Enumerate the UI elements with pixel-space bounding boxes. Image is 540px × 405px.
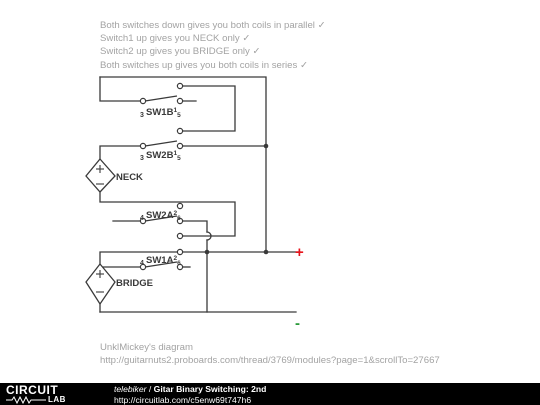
circuitlab-logo[interactable]: CIRCUIT LAB <box>6 384 88 404</box>
wire-sw2b-left <box>99 145 142 160</box>
sw1b-label: SW1B15 <box>146 107 181 119</box>
wire-sw1a-left <box>99 251 181 268</box>
switch-contact <box>176 248 184 256</box>
wire-top-left <box>99 76 142 102</box>
sw2b-pin: 3 <box>140 155 144 162</box>
note-line-3: Switch2 up gives you BRIDGE only ✓ <box>100 46 261 58</box>
neck-coil-label: NECK <box>116 172 143 183</box>
logo-wave-icon <box>6 396 46 404</box>
wires <box>99 76 301 313</box>
junction-dot <box>204 249 210 255</box>
credit-author: UnklMickey's diagram <box>100 342 193 353</box>
switch-blades <box>144 95 178 268</box>
switch-contact <box>176 97 184 105</box>
credit-link[interactable]: http://guitarnuts2.proboards.com/thread/… <box>100 354 440 366</box>
circuit-meta: telebiker / Gitar Binary Switching: 2nd … <box>114 384 266 405</box>
note-line-4: Both switches up gives you both coils in… <box>100 59 309 71</box>
description-notes: Both switches down gives you both coils … <box>100 19 326 72</box>
sw1b-pin: 3 <box>140 112 144 119</box>
sw2a-blade <box>144 215 178 222</box>
circuit-url[interactable]: http://circuitlab.com/c5enw69t747h6 <box>114 394 252 405</box>
sw2a-label: SW2A26 <box>146 210 181 222</box>
wire-neck-bottom <box>99 191 236 237</box>
neck-coil-symbol[interactable] <box>85 157 116 193</box>
switch-contact <box>176 202 184 210</box>
switch-contact <box>176 232 184 240</box>
sw2b-label: SW2B15 <box>146 150 181 162</box>
switch-contact <box>176 142 184 150</box>
wire-top-right <box>179 85 236 132</box>
author-link[interactable]: telebiker <box>114 384 147 394</box>
circuit-schematic[interactable]: 3 SW1B15 3 SW2B15 4 SW2A26 4 SW1A26 NECK… <box>0 0 540 345</box>
circuit-title: Gitar Binary Switching: 2nd <box>153 384 267 394</box>
sw1a-label: SW1A26 <box>146 255 181 267</box>
bridge-coil-label: BRIDGE <box>116 278 153 289</box>
sw1a-blade <box>144 261 178 268</box>
sw1b-blade <box>144 95 178 102</box>
diagram-credit: UnklMickey's diagram http://guitarnuts2.… <box>100 342 440 367</box>
switch-contact <box>176 217 184 225</box>
sw1a-pin: 4 <box>140 260 144 267</box>
switch-contact <box>176 263 184 271</box>
bridge-coil-symbol[interactable] <box>85 262 116 306</box>
note-line-1: Both switches down gives you both coils … <box>100 20 326 31</box>
wire-top-bus <box>99 76 267 253</box>
switch-contact <box>139 142 147 150</box>
junction-dot <box>263 143 269 149</box>
logo-text-bottom: LAB <box>48 395 66 404</box>
footer-bar: CIRCUIT LAB telebiker / Gitar Binary Swi… <box>0 383 540 405</box>
sw2a-pin: 4 <box>140 215 144 222</box>
switch-contact <box>176 127 184 135</box>
junction-dot <box>263 249 269 255</box>
positive-terminal: + <box>295 244 304 261</box>
switch-labels: 3 SW1B15 3 SW2B15 4 SW2A26 4 SW1A26 <box>140 107 181 267</box>
wire-sw2a-right <box>179 220 208 233</box>
logo-text-top: CIRCUIT <box>6 383 59 397</box>
switch-contacts <box>139 82 184 271</box>
title-separator: / <box>146 384 154 394</box>
wire-crossover-hop <box>206 231 212 241</box>
circuit-title-line: telebiker / Gitar Binary Switching: 2nd <box>114 384 266 395</box>
junction-dots <box>204 143 269 255</box>
switch-contact <box>176 82 184 90</box>
negative-terminal: - <box>295 315 300 332</box>
note-line-2: Switch1 up gives you NECK only ✓ <box>100 33 251 45</box>
sw2b-blade <box>144 140 178 147</box>
switch-contact <box>139 97 147 105</box>
